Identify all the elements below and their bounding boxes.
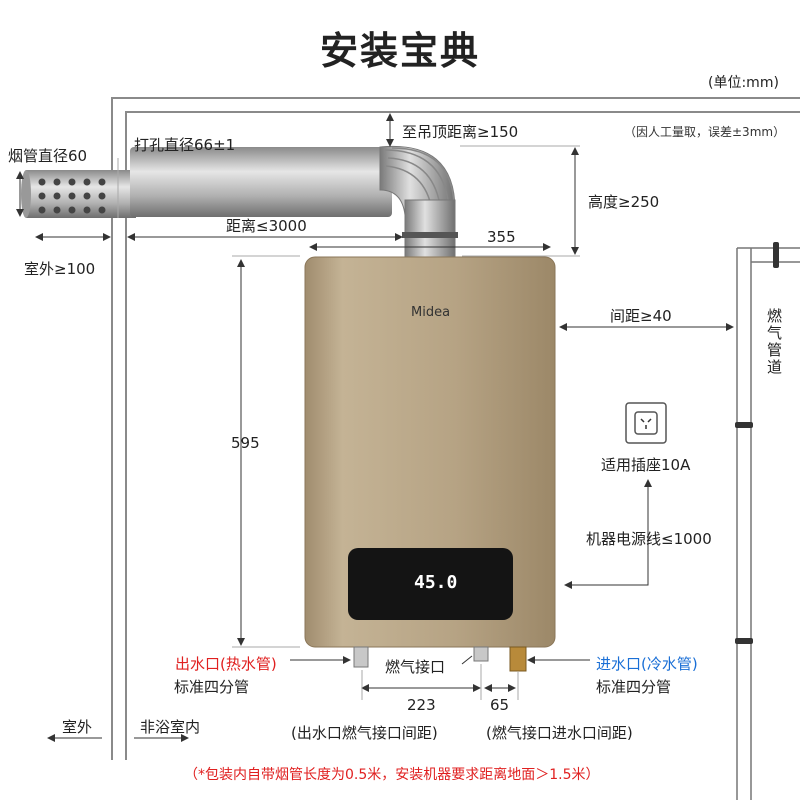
footer-note: （*包装内自带烟管长度为0.5米，安装机器要求距离地面＞1.5米） xyxy=(184,767,600,783)
outlet-hot-label: 出水口(热水管) xyxy=(175,655,277,673)
display-temperature: 45.0 xyxy=(414,572,458,593)
ceiling-distance-label: 至吊顶距离≥150 xyxy=(402,123,519,141)
socket-label: 适用插座10A xyxy=(601,456,691,474)
outlet-standard-label: 标准四分管 xyxy=(174,678,250,696)
outdoor-label: 室外 xyxy=(62,718,93,736)
power-cord-label: 机器电源线≤1000 xyxy=(586,530,712,548)
hole-diameter-label: 打孔直径66±1 xyxy=(134,136,236,154)
height-595-label: 595 xyxy=(231,434,260,452)
height-label: 高度≥250 xyxy=(588,193,660,211)
flue-diameter-label: 烟管直径60 xyxy=(8,147,88,165)
inlet-cold-label: 进水口(冷水管) xyxy=(596,655,698,673)
outdoor-100-label: 室外≥100 xyxy=(24,260,96,278)
gas-pipe-line xyxy=(735,242,800,800)
dim-65-label: 65 xyxy=(490,696,510,714)
unit-label: (单位:mm) xyxy=(708,75,779,91)
indoor-label: 非浴室内 xyxy=(140,718,201,736)
error-note: （因人工量取，误差±3mm） xyxy=(624,125,786,139)
caption-223: (出水口燃气接口间距) xyxy=(291,724,438,742)
inlet-standard-label: 标准四分管 xyxy=(596,678,672,696)
caption-65: (燃气接口进水口间距) xyxy=(486,724,633,742)
gas-pipe-label: 燃气管道 xyxy=(765,308,783,376)
page-title: 安装宝典 xyxy=(319,29,480,73)
dimension-lines xyxy=(16,113,734,742)
heater-body xyxy=(304,256,556,648)
width-355-label: 355 xyxy=(487,228,516,246)
wall-outline xyxy=(111,97,800,760)
distance-label: 距离≤3000 xyxy=(226,217,307,235)
socket-icon xyxy=(625,402,667,444)
gas-inlet-label: 燃气接口 xyxy=(385,658,446,676)
bottom-connectors xyxy=(353,646,527,672)
brand-logo: Midea xyxy=(411,305,451,320)
spacing-40-label: 间距≥40 xyxy=(610,307,672,325)
dim-223-label: 223 xyxy=(407,696,436,714)
